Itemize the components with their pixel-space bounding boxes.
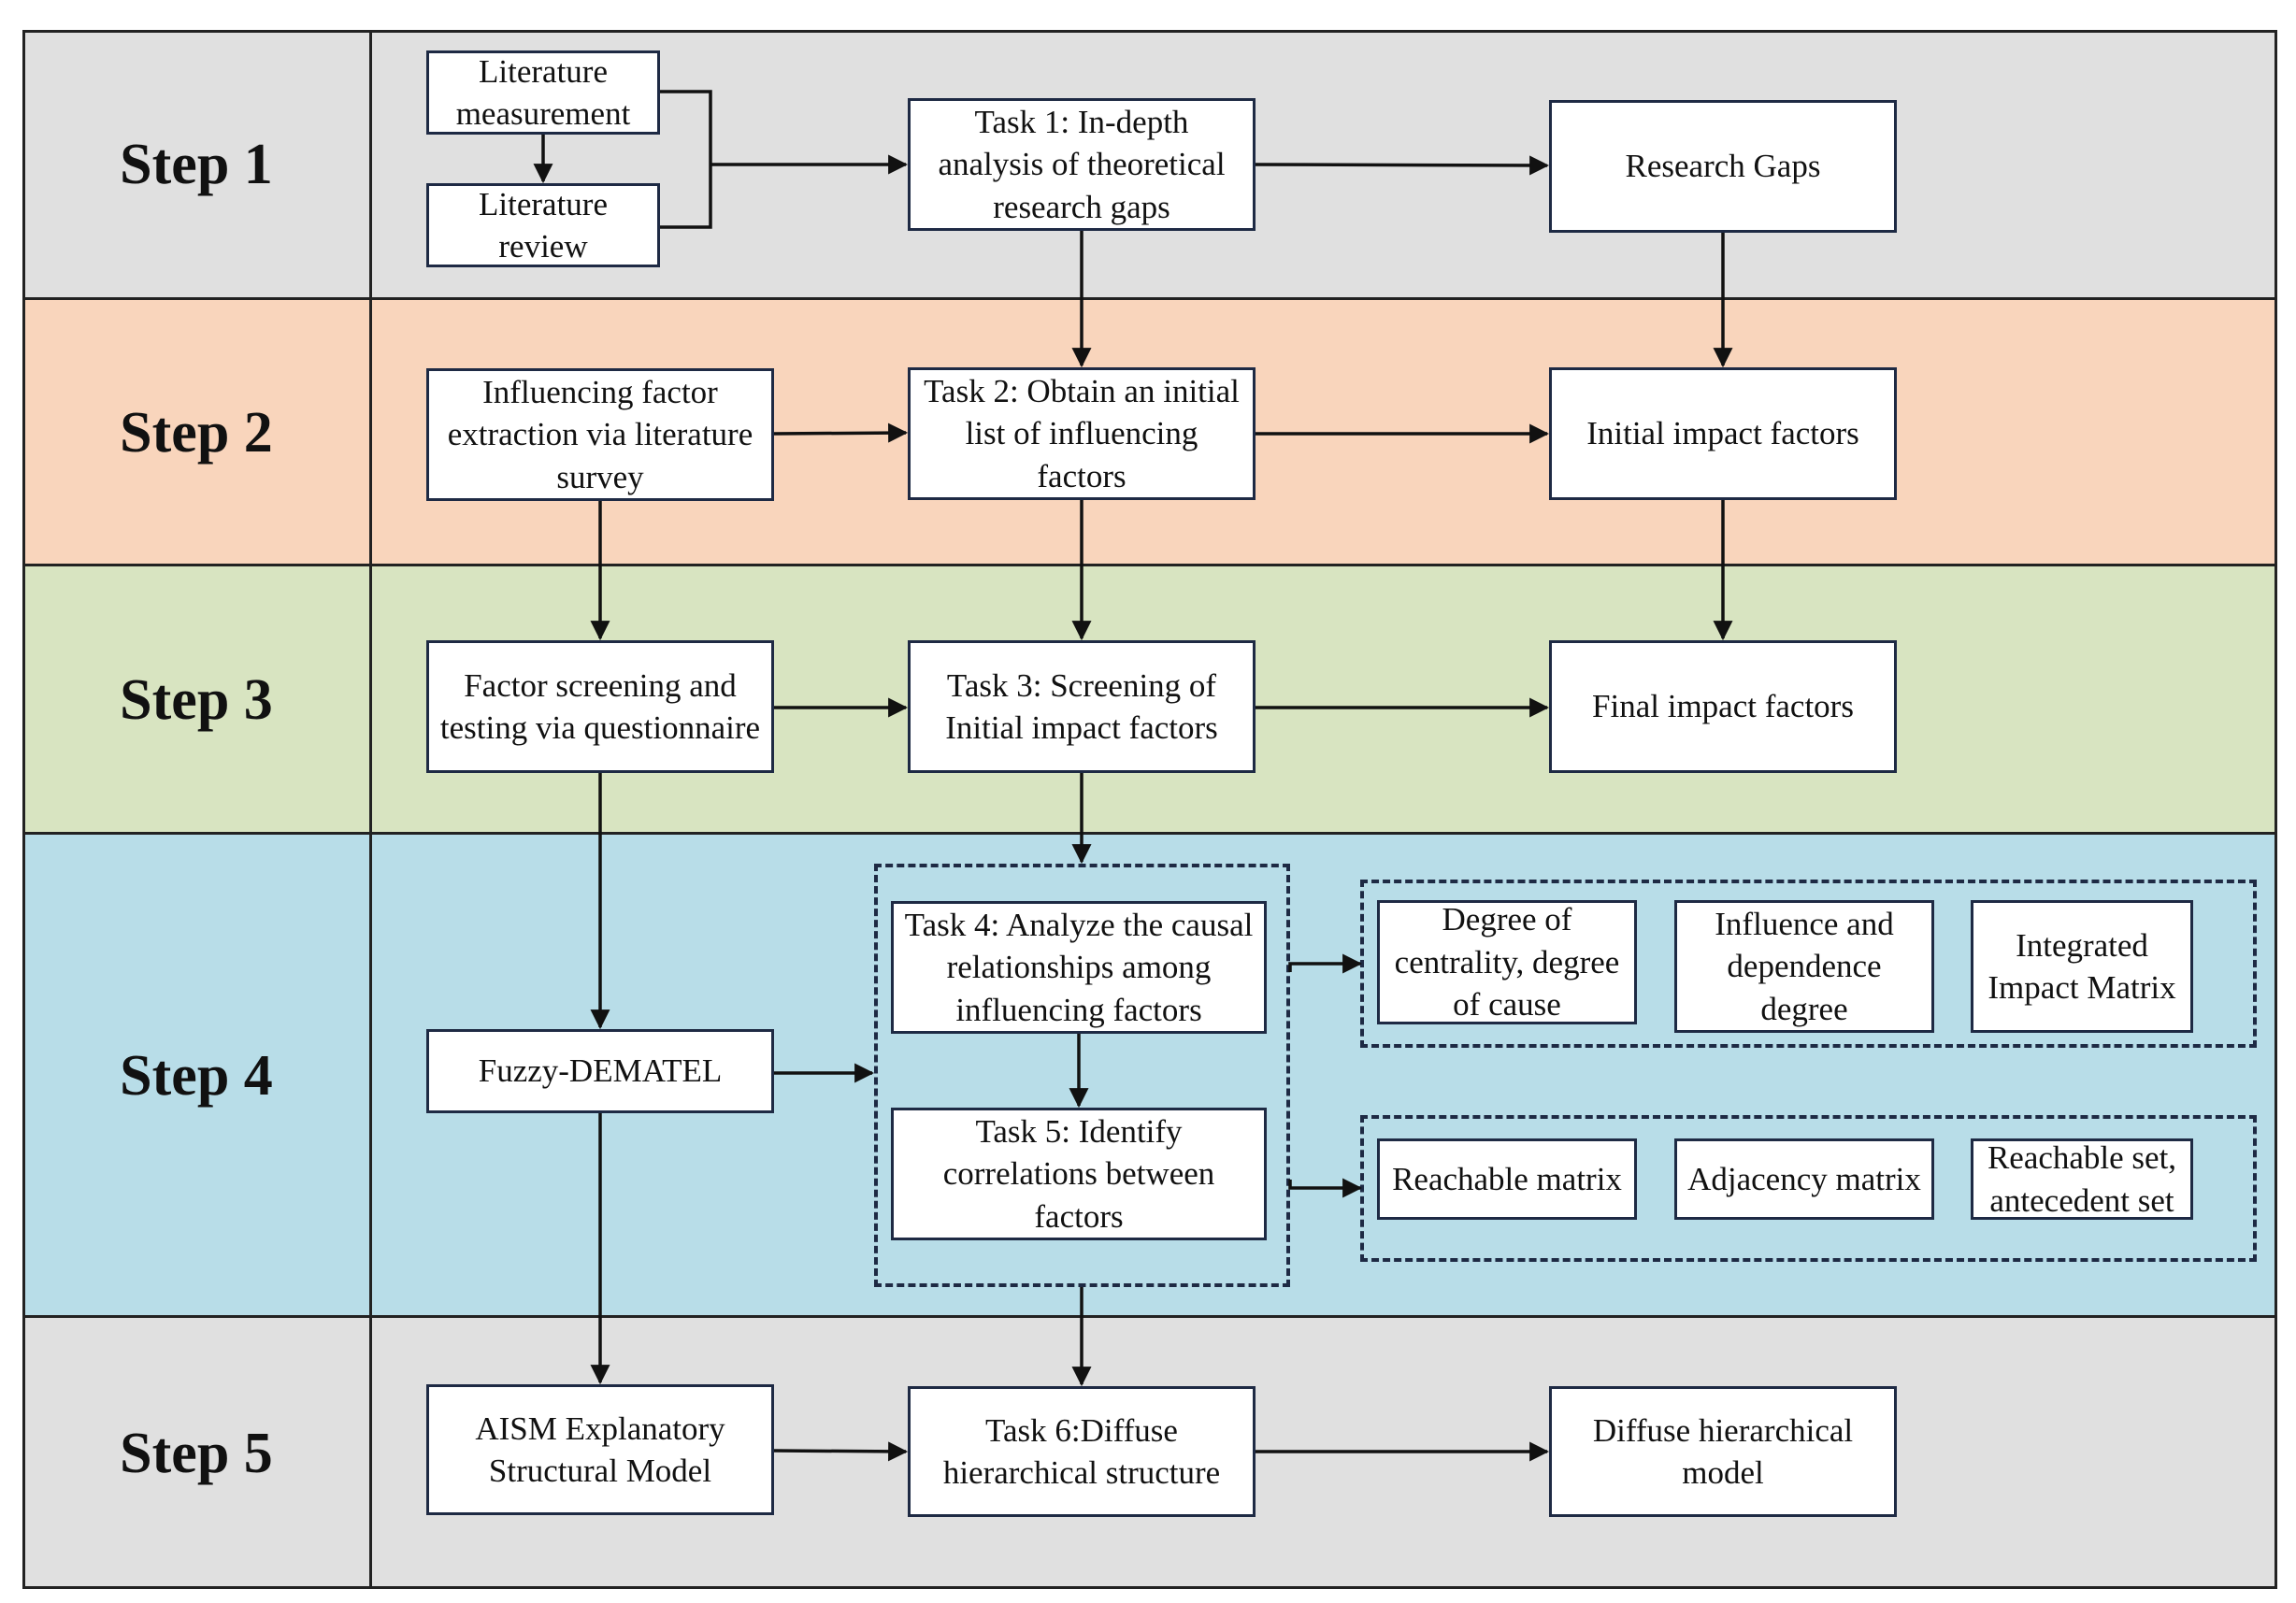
label-column-separator xyxy=(369,30,372,1589)
literature-review-box: Literature review xyxy=(426,183,660,267)
task-5-box: Task 5: Identify correlations between fa… xyxy=(891,1108,1267,1240)
reachable-matrix-box: Reachable matrix xyxy=(1377,1138,1637,1220)
fuzzy-dematel-box: Fuzzy-DEMATEL xyxy=(426,1029,774,1113)
adjacency-matrix-box: Adjacency matrix xyxy=(1674,1138,1934,1220)
research-gaps-box: Research Gaps xyxy=(1549,100,1897,233)
influence-dependence-box: Influence and dependence degree xyxy=(1674,900,1934,1033)
task-3-box: Task 3: Screening of Initial impact fact… xyxy=(908,640,1256,773)
step-3-label: Step 3 xyxy=(120,668,273,732)
reachable-set-box: Reachable set, antecedent set xyxy=(1971,1138,2193,1220)
factor-extraction-box: Influencing factor extraction via litera… xyxy=(426,368,774,501)
integrated-impact-matrix-box: Integrated Impact Matrix xyxy=(1971,900,2193,1033)
initial-impact-factors-box: Initial impact factors xyxy=(1549,367,1897,500)
final-impact-factors-box: Final impact factors xyxy=(1549,640,1897,773)
literature-measurement-box: Literature measurement xyxy=(426,50,660,135)
task4-task5-group xyxy=(874,864,1290,1287)
step-5-label: Step 5 xyxy=(120,1421,273,1485)
step-1-label: Step 1 xyxy=(120,133,273,196)
task-2-box: Task 2: Obtain an initial list of influe… xyxy=(908,367,1256,500)
task-4-box: Task 4: Analyze the causal relationships… xyxy=(891,901,1267,1034)
step-4-label: Step 4 xyxy=(120,1044,273,1108)
factor-screening-box: Factor screening and testing via questio… xyxy=(426,640,774,773)
task-1-box: Task 1: In-depth analysis of theoretical… xyxy=(908,98,1256,231)
aism-model-box: AISM Explanatory Structural Model xyxy=(426,1384,774,1515)
step-2-label: Step 2 xyxy=(120,401,273,465)
task-6-box: Task 6:Diffuse hierarchical structure xyxy=(908,1386,1256,1517)
diffuse-hierarchical-model-box: Diffuse hierarchical model xyxy=(1549,1386,1897,1517)
centrality-degree-box: Degree of centrality, degree of cause xyxy=(1377,900,1637,1024)
